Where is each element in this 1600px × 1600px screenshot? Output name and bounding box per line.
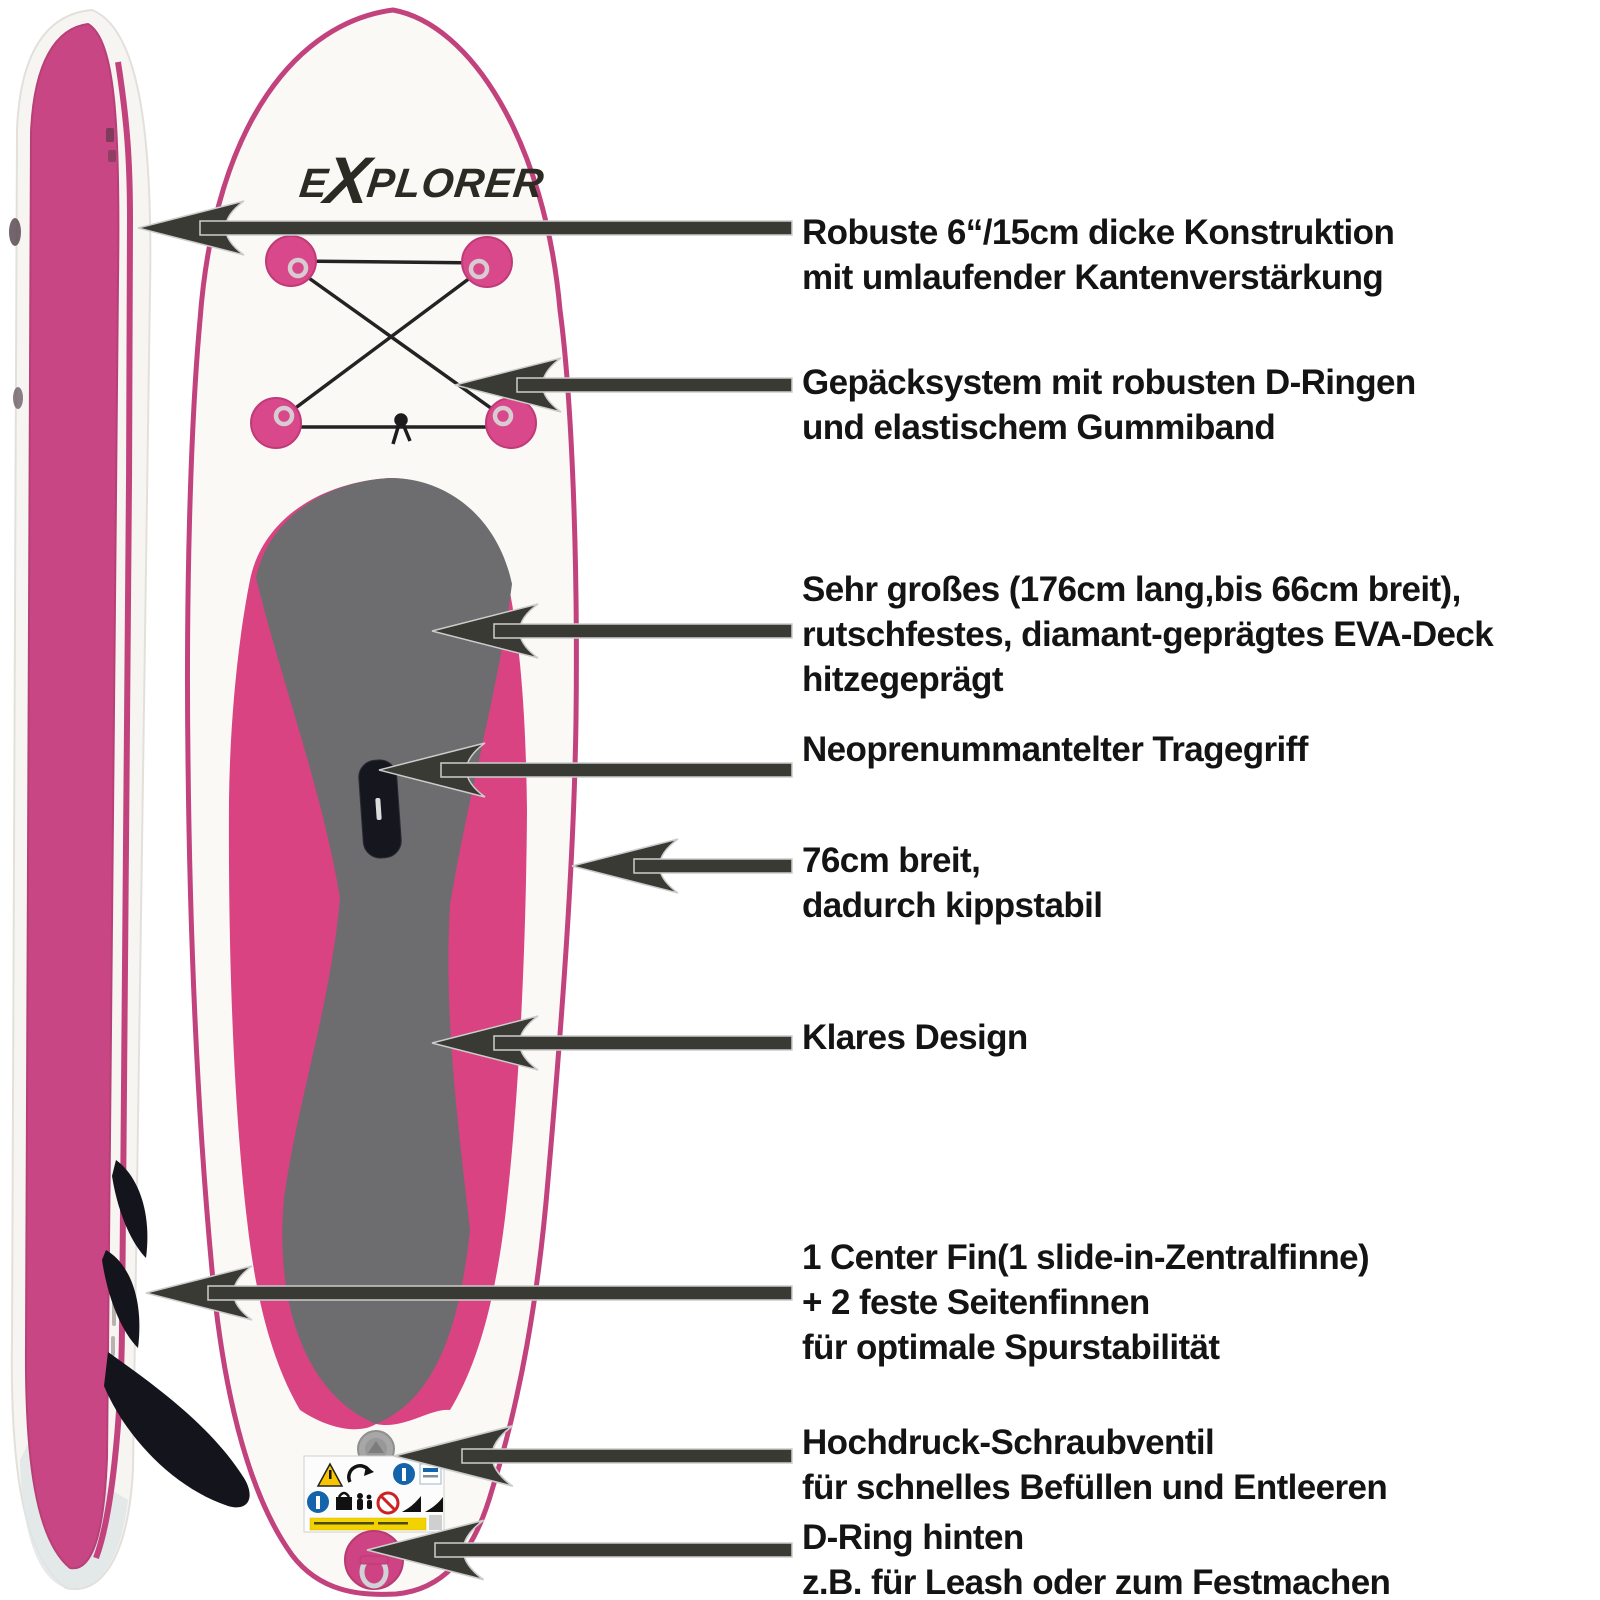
d-ring-patch [461, 236, 513, 288]
annotation-line: Sehr großes (176cm lang,bis 66cm breit), [802, 570, 1461, 609]
d-ring-icon [468, 258, 490, 280]
d-ring-icon [273, 405, 295, 427]
annotation-line: rutschfestes, diamant-geprägtes EVA-Deck [802, 615, 1494, 654]
annotation-d-ring-rear: D-Ring hinten z.B. für Leash oder zum Fe… [802, 1515, 1391, 1600]
side-fin-icon [112, 1160, 148, 1258]
annotation-line: Neoprenummantelter Tragegriff [802, 730, 1308, 769]
d-ring-icon [287, 257, 309, 279]
annotation-luggage: Gepäcksystem mit robusten D-Ringen und e… [802, 360, 1416, 450]
annotation-line: und elastischem Gummiband [802, 408, 1276, 447]
annotation-line: + 2 feste Seitenfinnen [802, 1283, 1150, 1322]
luggage-d-rings [250, 235, 537, 449]
annotation-line: 1 Center Fin(1 slide-in-Zentralfinne) [802, 1238, 1370, 1277]
board-side-view [9, 8, 250, 1591]
annotation-line: 76cm breit, [802, 841, 981, 880]
d-ring-patch [250, 397, 302, 449]
side-board-mark [106, 128, 114, 142]
prohibition-icon [376, 1491, 400, 1515]
arrow-thickness [137, 200, 793, 256]
logo-text: PLORER [364, 159, 548, 206]
annotation-fins: 1 Center Fin(1 slide-in-Zentralfinne) + … [802, 1235, 1370, 1370]
sticker-grey-box [429, 1515, 442, 1530]
annotation-eva-deck: Sehr großes (176cm lang,bis 66cm breit),… [802, 567, 1494, 702]
d-ring-icon [492, 405, 514, 427]
side-d-ring-icon [9, 218, 21, 246]
annotation-line: Hochdruck-Schraubventil [802, 1423, 1215, 1462]
current-icon [425, 1497, 443, 1512]
arrow-eva-deck [431, 603, 793, 659]
annotation-line: Robuste 6“/15cm dicke Konstruktion [802, 213, 1395, 252]
annotation-line: z.B. für Leash oder zum Festmachen [802, 1563, 1391, 1600]
d-ring-patch [265, 235, 317, 287]
arrow-valve [393, 1424, 793, 1488]
annotation-line: für optimale Spurstabilität [802, 1328, 1220, 1367]
annotation-design: Klares Design [802, 1015, 1028, 1060]
annotation-line: Klares Design [802, 1018, 1028, 1057]
bungee-knot [391, 413, 412, 445]
side-fin-icon [102, 1250, 140, 1348]
d-ring-patch [485, 397, 537, 449]
side-board-mark [108, 150, 116, 162]
annotation-line: für schnelles Befüllen und Entleeren [802, 1468, 1388, 1507]
max-load-icon [336, 1491, 352, 1510]
arrow-handle [378, 742, 793, 798]
offshore-wind-icon [402, 1496, 421, 1512]
arrow-design [431, 1015, 793, 1071]
deck-pad-grey [256, 478, 512, 1424]
annotation-line: D-Ring hinten [802, 1518, 1024, 1557]
board-top-view [185, 7, 579, 1597]
annotation-arrows [137, 200, 793, 1581]
side-board-rail-line [93, 61, 134, 1560]
persons-capacity-icon [357, 1493, 372, 1510]
annotation-thickness: Robuste 6“/15cm dicke Konstruktion mit u… [802, 210, 1395, 300]
annotation-line: dadurch kippstabil [802, 886, 1103, 925]
arrow-d-ring-rear [366, 1519, 793, 1581]
annotation-handle: Neoprenummantelter Tragegriff [802, 727, 1308, 772]
rear-d-ring [344, 1530, 404, 1590]
side-board-rail-pink [24, 22, 120, 1570]
annotation-line: mit umlaufender Kantenverstärkung [802, 258, 1384, 297]
warning-label [303, 1455, 445, 1533]
annotation-line: Gepäcksystem mit robusten D-Ringen [802, 363, 1416, 402]
arrow-width [571, 838, 793, 894]
annotation-width: 76cm breit, dadurch kippstabil [802, 838, 1103, 928]
arrow-luggage [454, 357, 793, 413]
side-d-ring-icon [13, 387, 23, 409]
bungee-cord-icon [276, 259, 511, 429]
annotation-valve: Hochdruck-Schraubventil für schnelles Be… [802, 1420, 1388, 1510]
center-fin-icon [104, 1352, 250, 1508]
arrow-fins [145, 1265, 793, 1321]
annotation-line: hitzegeprägt [802, 660, 1003, 699]
